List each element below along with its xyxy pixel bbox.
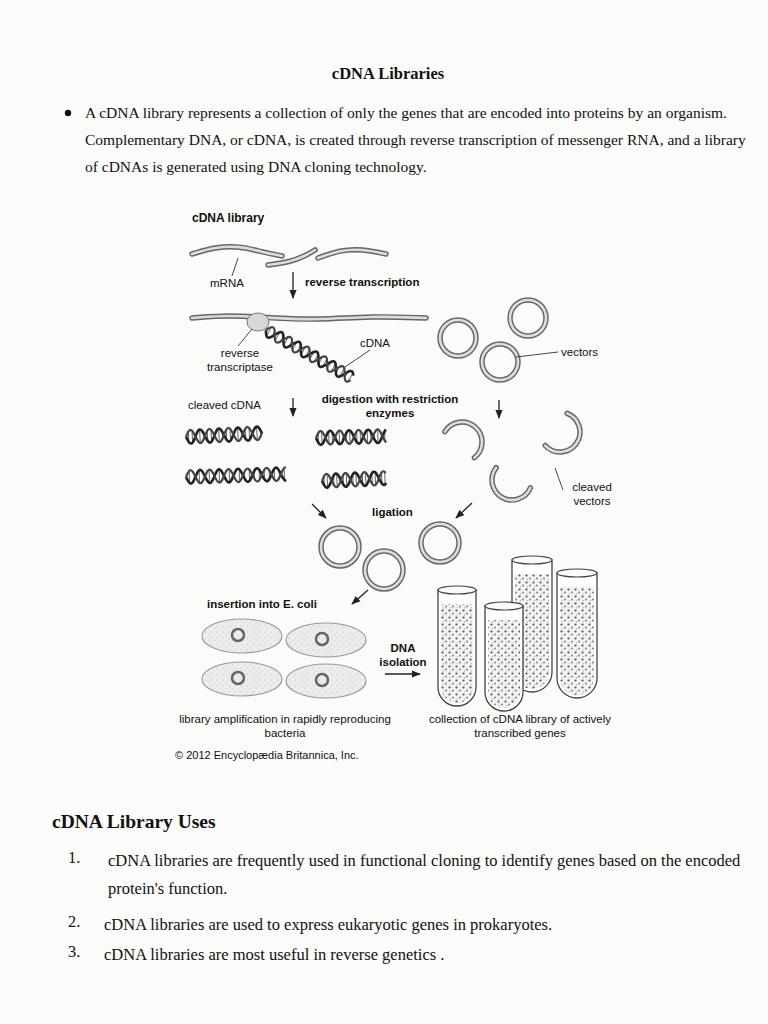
recombinant-plasmid-core (365, 551, 403, 589)
figure-heading: cDNA library (192, 211, 264, 226)
tube-rim (512, 556, 552, 564)
cleaved-cdna (186, 427, 262, 443)
e-coli-cell (286, 623, 366, 657)
mrna-strand (268, 250, 315, 265)
leader-line (238, 329, 252, 346)
plasmid-in-cell (232, 629, 244, 641)
step-label: DNA isolation (368, 641, 438, 669)
copyright-note: © 2012 Encyclopædia Britannica, Inc. (175, 748, 359, 762)
list-item: cDNA libraries are frequently used in fu… (108, 847, 748, 903)
e-coli-cell (202, 619, 282, 653)
recombinant-plasmid-core (321, 528, 359, 566)
mrna-strand (192, 316, 426, 319)
part-label: reverse transcriptase (195, 346, 285, 374)
recombinant-plasmid (421, 524, 459, 562)
bullet-dot (65, 110, 71, 116)
vector-plasmid (482, 344, 518, 380)
list-item: cDNA libraries are most useful in revers… (104, 941, 744, 969)
list-number: 1. (68, 847, 80, 868)
page-title: cDNA Libraries (4, 64, 768, 84)
recombinant-plasmid (365, 551, 403, 589)
process-arrow (312, 504, 326, 518)
step-label: reverse transcription (305, 275, 419, 289)
process-arrow (385, 673, 420, 674)
cleaved-cdna (186, 426, 262, 443)
process-arrow (352, 590, 368, 604)
figure (186, 247, 597, 711)
process-arrow (292, 272, 293, 298)
list-item: cDNA libraries are used to express eukar… (104, 911, 744, 939)
plasmid-in-cell (232, 672, 244, 684)
cleaved-cdna (316, 430, 386, 445)
tube-rim (438, 586, 476, 594)
cleaved-vector (445, 422, 482, 458)
leader-line (555, 468, 563, 490)
cleaved-cdna-rung (377, 429, 378, 443)
vector-plasmid (510, 300, 546, 336)
dna-sample (488, 620, 520, 708)
e-coli-cell (286, 664, 366, 698)
leader-line (516, 352, 558, 357)
intro-paragraph: A cDNA library represents a collection o… (85, 99, 755, 180)
section-heading: cDNA Library Uses (52, 810, 216, 834)
step-label: ligation (372, 505, 413, 519)
mrna-strand-core (268, 250, 315, 265)
cleaved-vector-core (445, 422, 482, 458)
mrna-strand-core (192, 247, 282, 256)
cleaved-vector-core (492, 468, 530, 500)
part-label: cleaved vectors (564, 480, 620, 508)
cleaved-vector (492, 468, 530, 500)
vector-plasmid (440, 320, 476, 356)
leader-line (232, 258, 238, 276)
cleaved-cdna (316, 429, 386, 444)
vector-plasmid-core (440, 320, 476, 356)
mrna-strand-core (318, 250, 386, 258)
part-label: vectors (561, 345, 598, 359)
plasmid-in-cell (316, 633, 328, 645)
process-arrow (456, 503, 472, 518)
caption-text: library amplification in rapidly reprodu… (178, 712, 392, 740)
recombinant-plasmid-core (421, 524, 459, 562)
list-number: 3. (68, 941, 80, 962)
mrna-strand (192, 247, 282, 256)
step-label: digestion with restriction enzymes (320, 392, 460, 420)
dna-sample (560, 587, 594, 695)
cleaved-cdna (186, 467, 286, 483)
recombinant-plasmid (321, 528, 359, 566)
cdna-helix (266, 327, 351, 381)
test-tube (438, 590, 476, 706)
mrna-strand-core (192, 316, 426, 319)
reverse-transcriptase-blob (247, 313, 269, 331)
dna-sample (441, 604, 473, 703)
tube-rim (485, 602, 523, 610)
cleaved-vector (545, 413, 580, 452)
caption-text: collection of cDNA library of actively t… (420, 712, 620, 740)
part-label: mRNA (210, 276, 244, 290)
list-number: 2. (68, 911, 80, 932)
test-tube (485, 606, 523, 711)
mrna-strand (318, 250, 386, 258)
plasmid-in-cell (316, 674, 328, 686)
leader-line (345, 350, 370, 367)
cleaved-vector-core (545, 413, 580, 452)
cleaved-cdna (322, 472, 386, 488)
step-label: insertion into E. coli (207, 597, 317, 611)
part-label: cDNA (360, 336, 390, 350)
part-label: cleaved cDNA (188, 398, 261, 412)
process-arrow (292, 398, 293, 416)
process-arrow (498, 400, 499, 418)
cleaved-cdna (322, 471, 386, 487)
test-tube (557, 573, 597, 698)
e-coli-cell (202, 662, 282, 696)
cleaved-cdna (186, 468, 286, 484)
tube-rim (557, 569, 597, 577)
vector-plasmid-core (482, 344, 518, 380)
vector-plasmid-core (510, 300, 546, 336)
